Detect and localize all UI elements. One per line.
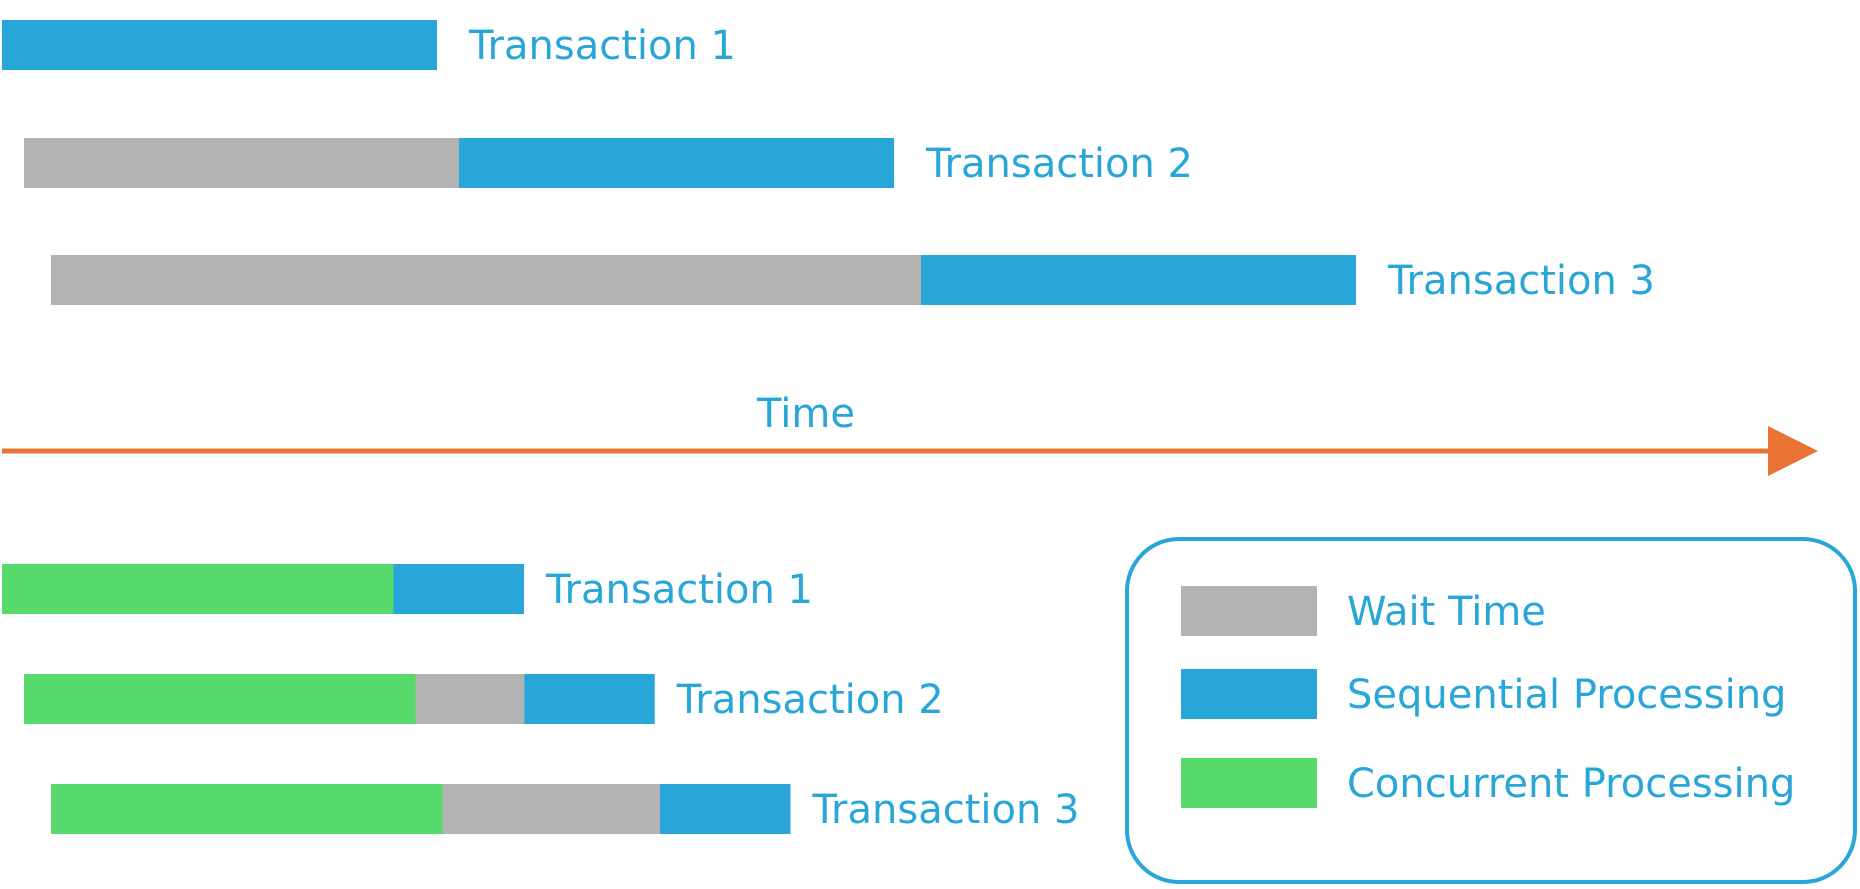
legend-label-sequential: Sequential Processing	[1347, 672, 1786, 718]
concurrent-row-1: Transaction 1	[2, 564, 813, 614]
concurrent-row-2-sequential-bar	[524, 674, 655, 724]
legend-swatch-wait	[1181, 586, 1317, 636]
legend-swatch-concurrent	[1181, 758, 1317, 808]
sequential-row-3: Transaction 3	[51, 255, 1655, 305]
sequential-row-2-sequential-bar	[459, 138, 894, 188]
legend-label-wait: Wait Time	[1347, 589, 1546, 635]
sequential-row-3-wait-bar	[51, 255, 921, 305]
legend-box	[1125, 537, 1857, 884]
concurrent-row-2-concurrent-bar	[24, 674, 416, 724]
sequential-section: Transaction 1 Transaction 2 Transaction 3	[2, 20, 1655, 305]
sequential-row-1-label: Transaction 1	[468, 23, 736, 69]
concurrent-row-1-sequential-bar	[393, 564, 524, 614]
time-axis: Time	[2, 391, 1818, 476]
concurrent-row-1-label: Transaction 1	[545, 567, 813, 613]
sequential-row-2: Transaction 2	[24, 138, 1193, 188]
concurrent-row-2-label: Transaction 2	[676, 677, 944, 723]
sequential-row-1-sequential-bar	[2, 20, 437, 70]
concurrent-section: Transaction 1 Transaction 2 Transaction 3	[2, 564, 1080, 834]
time-axis-label: Time	[756, 391, 855, 437]
sequential-row-3-sequential-bar	[921, 255, 1356, 305]
sequential-row-2-wait-bar	[24, 138, 459, 188]
sequential-row-1: Transaction 1	[2, 20, 736, 70]
sequential-row-3-label: Transaction 3	[1387, 258, 1655, 304]
sequential-row-2-label: Transaction 2	[925, 141, 1193, 187]
legend-label-concurrent: Concurrent Processing	[1347, 761, 1795, 807]
concurrent-row-2-wait-bar	[415, 674, 525, 724]
concurrent-row-3-wait-bar	[442, 784, 660, 834]
concurrent-row-2: Transaction 2	[24, 674, 944, 724]
concurrent-row-3: Transaction 3	[51, 784, 1080, 834]
concurrent-row-3-concurrent-bar	[51, 784, 443, 834]
concurrent-row-1-concurrent-bar	[2, 564, 394, 614]
concurrent-row-3-sequential-bar	[660, 784, 791, 834]
concurrent-row-3-label: Transaction 3	[812, 787, 1080, 833]
legend-swatch-sequential	[1181, 669, 1317, 719]
